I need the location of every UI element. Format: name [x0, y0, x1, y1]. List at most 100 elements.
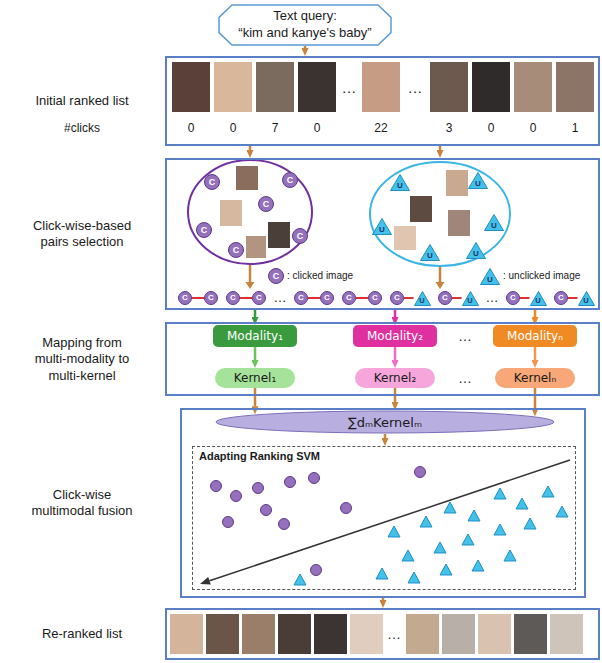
sum-label: ∑dₘKernelₘ	[348, 416, 422, 429]
unclicked-point	[542, 486, 554, 497]
clicked-icon: C	[282, 172, 298, 188]
clicked-point	[285, 477, 296, 488]
unclicked-point	[468, 510, 480, 521]
ellipsis: …	[408, 80, 423, 95]
kernel-label: Kernelₙ	[514, 372, 556, 384]
unclicked-point	[504, 550, 516, 561]
thumbnail	[556, 62, 594, 112]
query-text: Text query:	[273, 8, 337, 25]
thumbnail	[246, 236, 266, 258]
thumbnail	[170, 614, 203, 654]
stage-band: Re-ranked list	[165, 608, 600, 660]
clicked-icon: C	[178, 291, 192, 305]
unclicked-icon: U	[468, 172, 488, 189]
unclicked-point	[494, 524, 506, 535]
icon-letter: U	[467, 297, 472, 306]
clicked-point	[341, 503, 352, 514]
scatter-plot	[200, 460, 570, 585]
flow-arrow	[304, 46, 307, 48]
icon-letter: U	[487, 276, 493, 285]
unclicked-icon: U	[480, 268, 500, 285]
unclicked-point	[440, 564, 452, 575]
click-count: 0	[188, 122, 195, 134]
thumbnail	[206, 614, 239, 654]
icon-letter: C	[558, 294, 564, 302]
unclicked-point	[494, 488, 506, 499]
thumbnail	[362, 62, 400, 112]
reranked-thumbnails	[170, 614, 583, 654]
thumbnail	[430, 62, 468, 112]
clicked-icon: C	[390, 291, 404, 305]
flow-arrow	[254, 310, 257, 317]
icon-letter: C	[208, 294, 214, 302]
clicked-icon: C	[368, 291, 382, 305]
clicked-point	[211, 481, 222, 492]
flow-arrow	[249, 146, 252, 150]
icon-letter: U	[475, 180, 481, 189]
arrow-head	[246, 282, 255, 289]
pair-link	[308, 297, 320, 299]
triangle-outline	[414, 291, 430, 305]
clicked-point	[279, 519, 290, 530]
hexagon-outline	[219, 5, 391, 45]
triangle-outline	[462, 291, 478, 305]
unclicked-point	[434, 542, 446, 553]
ellipsis: …	[342, 80, 357, 95]
thumbnail	[448, 210, 470, 236]
thumbnail	[514, 614, 547, 654]
icon-letter: U	[491, 222, 497, 231]
modality-label: Modalityₙ	[507, 330, 563, 342]
unclicked-icon: U	[372, 218, 392, 235]
pair-link	[568, 297, 578, 299]
thumbnail	[314, 614, 347, 654]
pair-link	[192, 297, 204, 299]
flow-arrow	[249, 265, 252, 282]
legend-text: : clicked image	[287, 271, 353, 281]
click-count: 0	[230, 122, 237, 134]
icon-letter: U	[535, 297, 540, 306]
clicked-icon: C	[292, 228, 308, 244]
triangle-outline	[469, 172, 488, 188]
clicked-icon: C	[258, 196, 274, 212]
unclicked-point	[408, 572, 420, 583]
icon-letter: C	[394, 294, 400, 302]
arrow-head	[436, 282, 445, 289]
icon-letter: U	[473, 250, 479, 259]
stage-label: Re-ranked list	[7, 626, 157, 642]
clicked-icon: C	[226, 291, 240, 305]
icon-letter: C	[372, 294, 378, 302]
clicked-point	[311, 565, 322, 576]
triangle-outline	[467, 242, 486, 258]
clicked-icon: C	[252, 291, 266, 305]
ellipsis: …	[458, 371, 472, 385]
unclicked-point	[516, 498, 528, 509]
thumbnail	[394, 226, 416, 250]
thumbnail	[550, 614, 583, 654]
clicked-point	[261, 505, 272, 516]
ellipsis: …	[274, 291, 287, 304]
unclicked-icon: U	[484, 214, 504, 231]
flow-arrow	[439, 146, 442, 150]
clicked-icon: C	[294, 291, 308, 305]
stage-band: Click-wise multimodal fusion∑dₘKernelₘAd…	[180, 408, 586, 598]
unclicked-point	[294, 574, 306, 585]
modality-box: Modality₁	[213, 325, 297, 347]
unclicked-point	[462, 534, 474, 545]
thumbnail	[478, 614, 511, 654]
pair-link	[356, 297, 368, 299]
icon-letter: C	[442, 294, 448, 302]
clicked-set-outline	[188, 160, 312, 264]
icon-letter: C	[287, 176, 294, 185]
clicked-icon: C	[196, 222, 212, 238]
clicked-point	[309, 473, 320, 484]
click-count: 0	[314, 122, 321, 134]
set-thumbnails	[220, 166, 470, 258]
ranking-direction	[210, 460, 571, 581]
icon-letter: U	[583, 297, 588, 306]
icon-letter: C	[273, 272, 280, 281]
pair-link	[520, 297, 530, 299]
triangle-outline	[391, 174, 410, 190]
clicked-icon: C	[228, 242, 244, 258]
clicked-icon: C	[204, 291, 218, 305]
thumbnail	[172, 62, 210, 112]
